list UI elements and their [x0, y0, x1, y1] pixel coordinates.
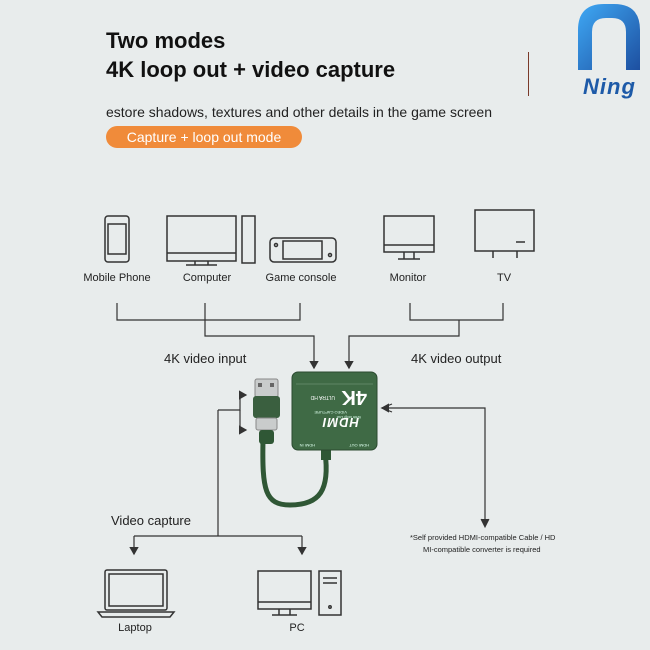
label-laptop: Laptop	[118, 622, 152, 634]
mode-pill: Capture + loop out mode	[106, 126, 302, 148]
subtitle: estore shadows, textures and other detai…	[106, 104, 492, 120]
pc-icon	[257, 570, 342, 616]
device-caption-2: With loop Out	[336, 415, 361, 420]
brand-logo-text: Ning	[583, 74, 636, 99]
device-port-in-label: HDMI IN	[299, 443, 315, 448]
capture-device-body: HDMI OUT HDMI IN HDMI VIDEO CAPTURE 4K U…	[292, 372, 377, 450]
label-monitor: Monitor	[389, 272, 427, 284]
label-mobile-phone: Mobile Phone	[83, 272, 151, 284]
device-ultra-hd: ULTRA HD	[310, 394, 335, 400]
divider	[528, 52, 529, 96]
monitor-icon	[383, 215, 435, 260]
label-video-output: 4K video output	[411, 351, 502, 366]
computer-icon	[166, 215, 256, 266]
mobile-phone-icon	[104, 215, 130, 263]
device-port-out-label: HDMI OUT	[349, 443, 369, 448]
label-video-capture: Video capture	[111, 513, 191, 528]
laptop-icon	[96, 569, 176, 618]
title-line-2: 4K loop out + video capture	[106, 57, 396, 82]
note-line-2: MI-compatible converter is required	[423, 545, 541, 554]
game-console-icon	[269, 237, 337, 263]
label-video-input: 4K video input	[164, 351, 247, 366]
tv-icon	[474, 209, 535, 258]
label-pc: PC	[289, 622, 305, 634]
label-tv: TV	[496, 272, 512, 284]
note-line-1: *Self provided HDMI-compatible Cable / H…	[410, 533, 556, 542]
title-line-1: Two modes	[106, 28, 226, 53]
label-game-console: Game console	[265, 272, 337, 284]
label-computer: Computer	[182, 272, 232, 284]
device-4k: 4K	[341, 386, 367, 408]
capture-device-icon	[253, 371, 378, 508]
